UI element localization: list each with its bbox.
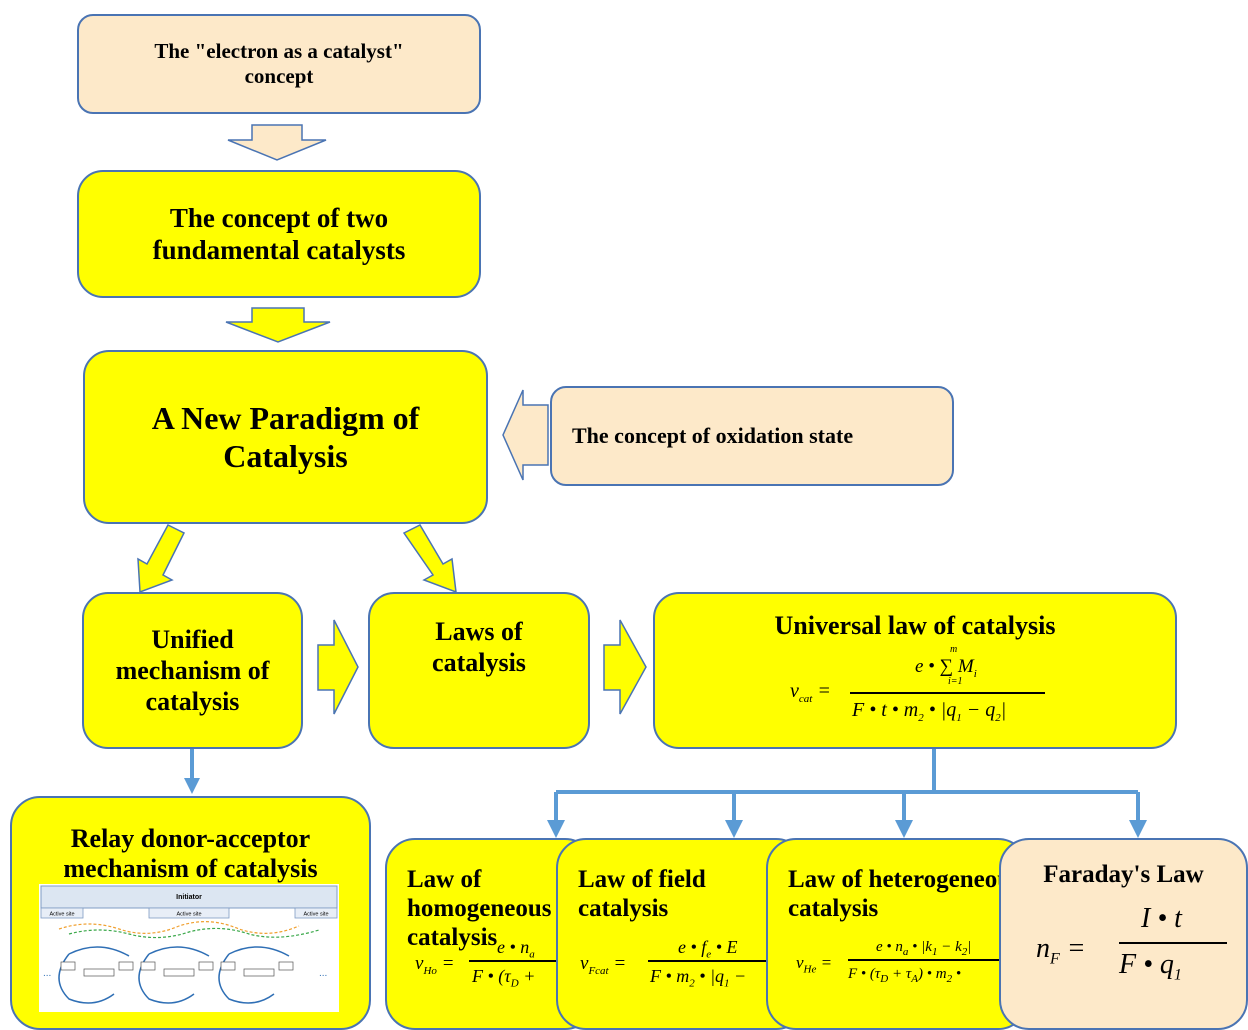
new-paradigm-label: A New Paradigm of Catalysis — [151, 399, 420, 474]
faraday-law-label: Faraday's Law — [1043, 861, 1204, 888]
arrow-oxidation-to-paradigm — [502, 389, 549, 481]
two-catalysts-label: The concept of two fundamental catalysts — [152, 202, 406, 265]
arrow-two-catalysts-to-paradigm — [225, 307, 331, 343]
arrow-to-faraday — [1129, 820, 1147, 838]
arrow-paradigm-to-laws — [402, 524, 457, 594]
unified-mechanism-label: Unified mechanism of catalysis — [115, 624, 270, 717]
oxidation-state-label: The concept of oxidation state — [572, 422, 854, 448]
arrow-to-homogeneous — [547, 820, 565, 838]
arrow-paradigm-to-unified — [137, 524, 186, 594]
laws-of-catalysis-box: Laws of catalysis — [368, 592, 590, 749]
law-field-box: Law of field catalysis vFcat = e • fe • … — [556, 838, 806, 1030]
laws-of-catalysis-label: Laws of catalysis — [432, 617, 526, 678]
arrow-unified-to-relay — [184, 778, 200, 794]
universal-law-formula: vcat = e • ∑ Mi m i=1 F • t • m2 • |q1 −… — [655, 594, 1179, 751]
arrow-unified-to-laws — [317, 619, 359, 715]
universal-law-label: Universal law of catalysis — [774, 611, 1056, 640]
arrow-to-field — [725, 820, 743, 838]
mechanism-active-site-3: Active site — [303, 912, 328, 918]
new-paradigm-box: A New Paradigm of Catalysis — [83, 350, 488, 524]
law-heterogeneous-box: Law of heterogeneous catalysis vHe = e •… — [766, 838, 1028, 1030]
electron-catalyst-label: The "electron as a catalyst" concept — [154, 38, 404, 88]
law-homogeneous-label: Law of homogeneous catalysis — [407, 866, 552, 951]
svg-text:...: ... — [43, 968, 51, 979]
law-heterogeneous-label: Law of heterogeneous catalysis — [788, 866, 1021, 922]
electron-catalyst-box: The "electron as a catalyst" concept — [77, 14, 481, 114]
arrow-laws-to-universal — [603, 619, 647, 715]
arrow-electron-to-two-catalysts — [227, 124, 327, 161]
faraday-law-box: Faraday's Law nF = I • t F • q1 — [999, 838, 1248, 1030]
oxidation-state-box: The concept of oxidation state — [550, 386, 954, 486]
mechanism-diagram-image: Initiator Active site Active site Active… — [39, 884, 339, 1012]
law-field-label: Law of field catalysis — [578, 866, 706, 922]
mechanism-active-site-1: Active site — [49, 912, 74, 918]
mechanism-active-site-2: Active site — [176, 912, 201, 918]
mechanism-header: Initiator — [176, 894, 202, 901]
unified-mechanism-box: Unified mechanism of catalysis — [82, 592, 303, 749]
arrow-to-heterogeneous — [895, 820, 913, 838]
svg-text:...: ... — [319, 968, 327, 979]
two-catalysts-box: The concept of two fundamental catalysts — [77, 170, 481, 298]
universal-law-box: Universal law of catalysis vcat = e • ∑ … — [653, 592, 1177, 749]
relay-mechanism-label: Relay donor-acceptor mechanism of cataly… — [63, 824, 318, 883]
